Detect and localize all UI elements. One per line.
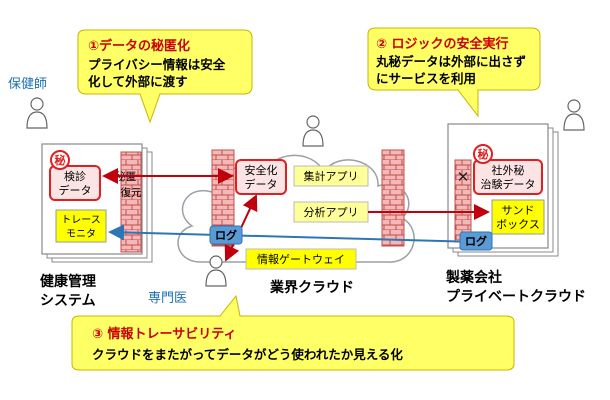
gateway-label: 情報ゲートウェイ bbox=[257, 253, 345, 266]
callout-privacy: ①データの秘匿化 プライバシー情報は安全 化して外部に渡す bbox=[77, 29, 253, 124]
callout-privacy-line2: 化して外部に渡す bbox=[88, 74, 188, 89]
callout-trace-line1: クラウドをまたがってデータがどう使われたか見える化 bbox=[92, 347, 403, 362]
callout-privacy-title: ①データの秘匿化 bbox=[88, 38, 190, 54]
trial-line1: 社外秘 bbox=[492, 163, 525, 177]
safe-line1: 安全化 bbox=[245, 163, 278, 177]
secret-badge-left-text: 秘 bbox=[55, 153, 66, 167]
log-badge-cloud: ログ bbox=[209, 225, 243, 245]
trial-data-node: 社外秘 治験データ bbox=[473, 159, 543, 195]
log-label-cloud: ログ bbox=[215, 228, 237, 242]
safe-line2: データ bbox=[245, 177, 278, 191]
log-label-pharma: ログ bbox=[465, 234, 487, 248]
callout-logic: ② ロジックの安全実行 丸秘データは外部に出さず にサービスを利用 bbox=[367, 27, 541, 118]
person-pharma-icon bbox=[563, 99, 585, 131]
callout-logic-line1: 丸秘データは外部に出さず bbox=[375, 54, 527, 69]
secret-badge-left: 秘 bbox=[50, 150, 70, 170]
callout-privacy-line1: プライバシー情報は安全 bbox=[88, 57, 226, 72]
checkup-data-node: 検診 データ bbox=[49, 165, 101, 201]
blocked-mark-icon: ✕ bbox=[457, 168, 470, 186]
checkup-line2: データ bbox=[59, 183, 92, 197]
health-caption-line2: システム bbox=[40, 293, 96, 309]
cloud-wall-right bbox=[381, 149, 405, 247]
aggregate-app-label: 集計アプリ bbox=[304, 169, 359, 183]
specialist-label: 専門医 bbox=[148, 291, 187, 306]
sandbox-line1: サンド bbox=[502, 204, 535, 217]
industry-cloud-caption: 業界クラウド bbox=[269, 279, 354, 296]
pharma-caption-line1: 製薬会社 bbox=[445, 269, 502, 286]
trace-line1: トレース bbox=[61, 215, 101, 226]
analysis-app-label: 分析アプリ bbox=[304, 205, 359, 219]
callout-logic-line2: にサービスを利用 bbox=[376, 71, 476, 86]
gateway-node: 情報ゲートウェイ bbox=[245, 248, 357, 270]
trace-monitor-node: トレース モニタ bbox=[55, 209, 107, 243]
trial-line2: 治験データ bbox=[481, 177, 536, 191]
sandbox-node: サンド ボックス bbox=[491, 199, 545, 235]
nurse-label: 保健師 bbox=[8, 77, 47, 92]
conceal-line2: 復元 bbox=[121, 186, 142, 199]
log-badge-pharma: ログ bbox=[459, 231, 493, 251]
secret-badge-right: 秘 bbox=[473, 144, 493, 164]
callout-trace-title: ③ 情報トレーサビリティ bbox=[92, 326, 237, 342]
person-cloud-icon bbox=[302, 115, 324, 147]
analysis-app-node: 分析アプリ bbox=[293, 201, 369, 223]
safe-data-node: 安全化 データ bbox=[235, 159, 287, 195]
sandbox-line2: ボックス bbox=[496, 218, 540, 231]
trace-line2: モニタ bbox=[66, 228, 96, 240]
health-caption-line1: 健康管理 bbox=[40, 273, 96, 290]
callout-logic-title: ② ロジックの安全実行 bbox=[376, 36, 509, 52]
person-specialist-icon bbox=[205, 255, 227, 287]
person-nurse-icon bbox=[26, 97, 48, 129]
aggregate-app-node: 集計アプリ bbox=[293, 165, 369, 187]
secret-badge-right-text: 秘 bbox=[478, 147, 489, 161]
callout-trace: ③ 情報トレーサビリティ クラウドをまたがってデータがどう使われたか見える化 bbox=[71, 294, 515, 371]
conceal-restore-wall bbox=[120, 151, 142, 253]
trace-log-arrow bbox=[108, 224, 479, 243]
checkup-line1: 検診 bbox=[64, 169, 86, 183]
pharma-caption-line2: プライベートクラウド bbox=[446, 289, 586, 305]
